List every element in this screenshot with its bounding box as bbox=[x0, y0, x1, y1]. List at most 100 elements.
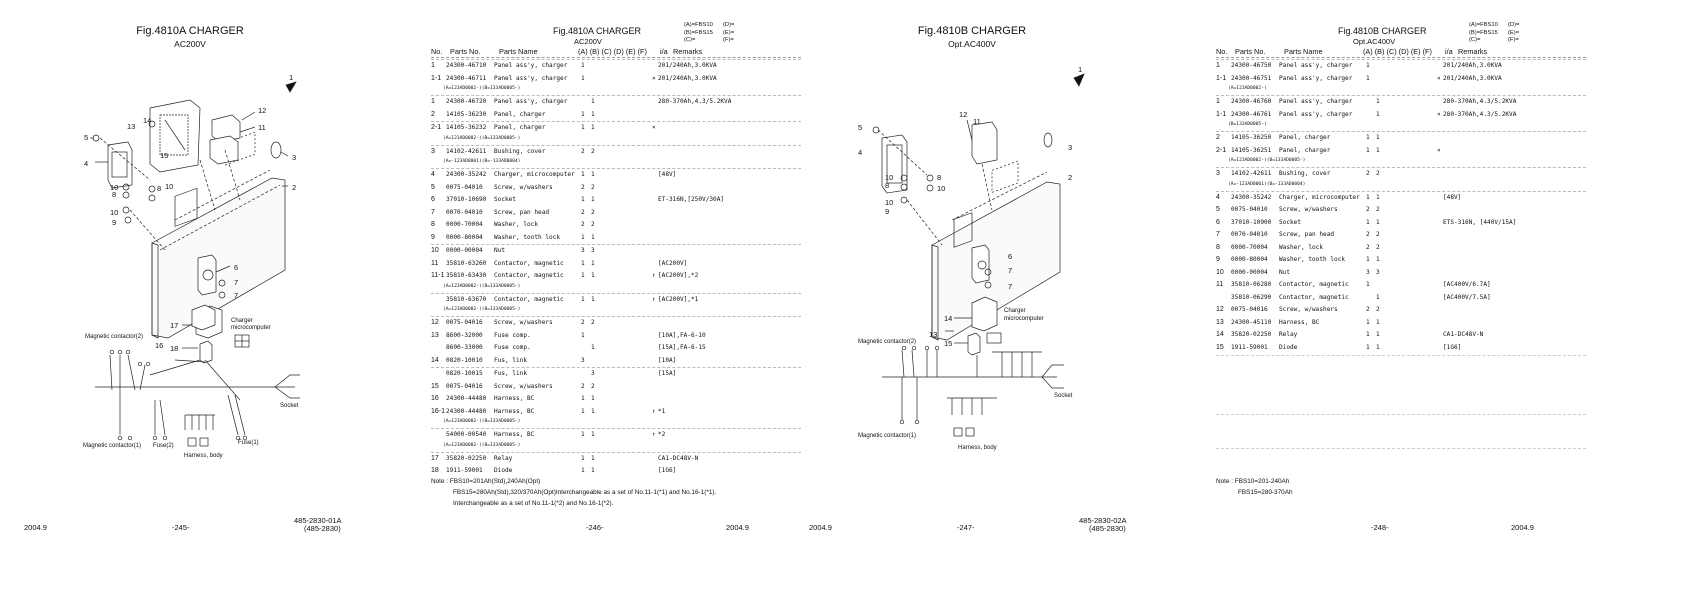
qty-b: 3 bbox=[591, 247, 595, 254]
part-name: Diode bbox=[1279, 343, 1298, 351]
label-harness-body: Harness, body bbox=[184, 453, 223, 459]
qty-b: 1 bbox=[1376, 134, 1380, 141]
note-line-2: FBS15=280-370Ah bbox=[1238, 489, 1293, 496]
qty-a: 1 bbox=[581, 62, 585, 69]
part-name: Fus, link bbox=[494, 370, 528, 377]
qty-b: 2 bbox=[1376, 206, 1380, 213]
part-name: Harness, BC bbox=[494, 431, 535, 438]
part-name: Washer, tooth lock bbox=[1279, 256, 1346, 263]
qty-a: 1 bbox=[1366, 74, 1370, 82]
qty-b: 2 bbox=[1376, 231, 1380, 238]
table-title: Fig.4810B CHARGER bbox=[1338, 26, 1427, 36]
part-name: Socket bbox=[494, 196, 517, 203]
serial-range-note: (B=133AD0005-) bbox=[1216, 121, 1586, 131]
legend-f: (F)= bbox=[1508, 37, 1519, 43]
part-name: Washer, tooth lock bbox=[494, 233, 561, 241]
callout-10b: 10 bbox=[165, 182, 173, 191]
part-number: 0000-80004 bbox=[446, 233, 483, 241]
part-number: 24300-44480 bbox=[446, 407, 487, 415]
legend-c: (C)= bbox=[1469, 37, 1481, 43]
col-parts-no: Parts No. bbox=[450, 47, 481, 56]
page-245: Fig.4810A CHARGER AC200V bbox=[0, 0, 421, 595]
callout-11: 11 bbox=[258, 123, 266, 132]
item-number: 4 bbox=[431, 171, 435, 178]
item-number: 1-1 bbox=[1216, 74, 1227, 82]
part-name: Nut bbox=[494, 247, 506, 254]
label-fuse-1: Fuse(1) bbox=[238, 440, 259, 446]
item-number: 6 bbox=[431, 196, 435, 203]
remarks: [AC200V] bbox=[658, 259, 688, 267]
qty-b: 1 bbox=[1376, 293, 1380, 301]
part-name: Nut bbox=[1279, 268, 1291, 276]
label-magnetic-contactor-2: Magnetic contactor(2) bbox=[858, 339, 916, 345]
remarks: *2 bbox=[658, 431, 666, 438]
remarks: 201/240Ah,3.0KVA bbox=[658, 62, 717, 69]
part-number: 0000-00004 bbox=[446, 247, 483, 254]
divider bbox=[1216, 414, 1586, 415]
item-number: 7 bbox=[431, 208, 435, 216]
qty-a: 2 bbox=[581, 183, 585, 191]
label-magnetic-contactor-1: Magnetic contactor(1) bbox=[858, 433, 916, 439]
callout-10a: 10 bbox=[885, 173, 893, 182]
serial-range-text: (A=-123AD0001)(B=-133AD0004) bbox=[1228, 181, 1306, 187]
qty-b: 1 bbox=[1376, 318, 1380, 326]
part-name: Washer, lock bbox=[1279, 243, 1324, 251]
remarks: [AC200V],*2 bbox=[658, 272, 699, 279]
item-number: 5 bbox=[431, 183, 435, 191]
remarks: [10A] bbox=[658, 356, 677, 364]
remarks: 201/240Ah,3.0KVA bbox=[658, 74, 717, 82]
interchangeability-mark: × bbox=[1437, 110, 1441, 118]
callout-10c: 10 bbox=[110, 208, 118, 217]
footer-page-number: -248- bbox=[1371, 523, 1389, 532]
part-number: 0000-00004 bbox=[1231, 268, 1268, 276]
part-name: Fuse comp. bbox=[494, 344, 531, 351]
part-number: 24300-46710 bbox=[446, 62, 487, 69]
legend-e: (E)= bbox=[1508, 29, 1520, 36]
part-number: 14102-42611 bbox=[1231, 170, 1272, 177]
serial-range-note: (A=123AD0002-)(B=133AD0005-) bbox=[431, 306, 801, 316]
callout-17: 17 bbox=[170, 321, 178, 330]
qty-b: 1 bbox=[591, 171, 595, 178]
col-abcdef: (A) (B) (C) (D) (E) (F) bbox=[1363, 47, 1432, 56]
serial-range-text: (A=123AD0002-)(B=133AD0005-) bbox=[443, 135, 521, 141]
remarks: 201/240Ah,3.0KVA bbox=[1443, 62, 1502, 69]
callout-12: 12 bbox=[959, 110, 967, 119]
remarks: [48V] bbox=[1443, 193, 1462, 201]
table-title: Fig.4810A CHARGER bbox=[553, 26, 642, 36]
part-number: 54000-00540 bbox=[446, 431, 487, 438]
item-number: 3 bbox=[1216, 170, 1220, 177]
qty-a: 1 bbox=[1366, 281, 1370, 288]
item-number: 9 bbox=[1216, 256, 1220, 263]
qty-b: 2 bbox=[591, 382, 595, 390]
part-name: Socket bbox=[1279, 218, 1302, 226]
callout-4: 4 bbox=[84, 159, 88, 168]
qty-b: 1 bbox=[591, 233, 595, 241]
label-charger: Charger bbox=[231, 318, 253, 324]
item-number: 1 bbox=[1216, 98, 1220, 105]
serial-range-note: (A=123AD0002-)(B=133AD0005-) bbox=[1216, 157, 1586, 167]
part-name: Relay bbox=[494, 454, 513, 462]
part-number: 37010-10900 bbox=[1231, 218, 1272, 226]
part-number: 0820-10010 bbox=[446, 356, 483, 364]
part-name: Contactor, magnetic bbox=[1279, 281, 1349, 288]
remarks: 280-370Ah,4.3/5.2KVA bbox=[658, 98, 732, 105]
callout-2: 2 bbox=[1068, 173, 1072, 182]
callout-7b: 7 bbox=[1008, 282, 1012, 291]
col-remarks: Remarks bbox=[673, 47, 703, 56]
serial-range-note: (A=123AD0002-)(B=133AD0005-) bbox=[431, 135, 801, 145]
qty-b: 1 bbox=[1376, 98, 1380, 105]
item-number: 17 bbox=[431, 454, 439, 462]
qty-b: 2 bbox=[591, 208, 595, 216]
